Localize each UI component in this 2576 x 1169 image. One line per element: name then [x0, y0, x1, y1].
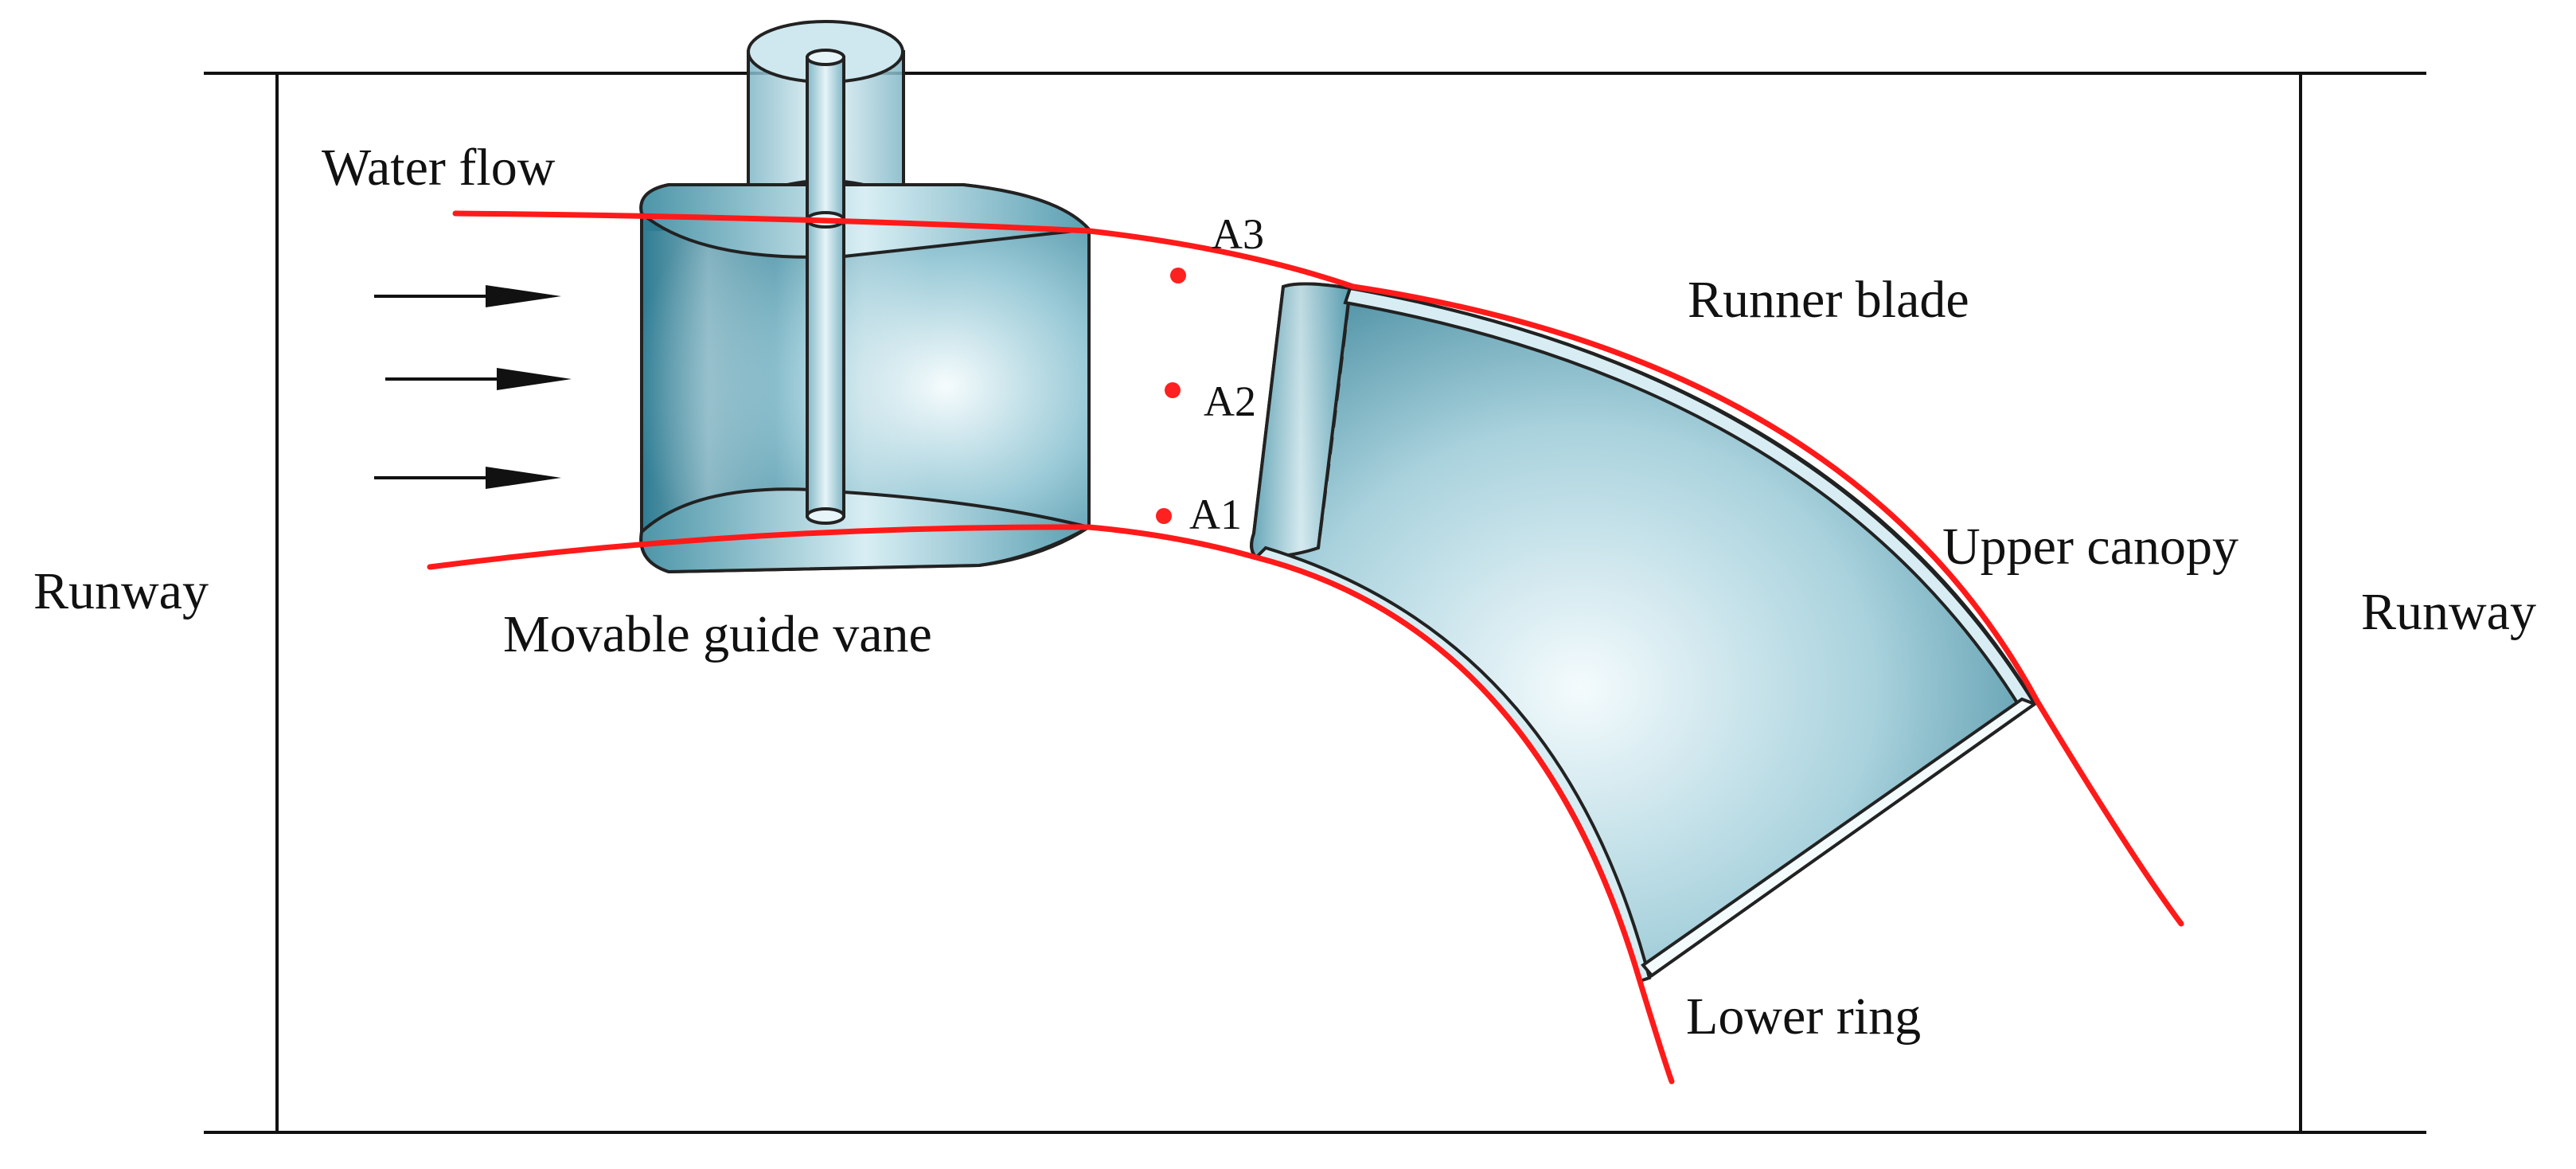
point-a2-label: A2 — [1204, 377, 1256, 425]
point-a1-marker — [1156, 508, 1172, 524]
runner-blade — [1250, 282, 2039, 983]
lower-ring-label: Lower ring — [1686, 987, 1921, 1046]
arrow-right-icon — [385, 368, 572, 390]
runner-blade-leading-edge — [1250, 282, 1352, 560]
point-a3-marker — [1170, 268, 1186, 283]
runway-right-label: Runway — [2361, 583, 2536, 641]
flow-arrows — [374, 285, 572, 489]
upper-streamline — [452, 210, 2184, 927]
streamlines — [427, 210, 2184, 1085]
monitoring-points: A3 A2 A1 — [1156, 210, 1264, 538]
runway-left-label: Runway — [33, 562, 209, 620]
point-a3-label: A3 — [1212, 210, 1264, 258]
frame — [204, 72, 2426, 1134]
lower-streamline — [427, 524, 1675, 1085]
movable-guide-vane-label: Movable guide vane — [503, 605, 932, 663]
upper-canopy-label: Upper canopy — [1942, 518, 2238, 576]
guide-vane-shaft — [806, 49, 845, 525]
runner-blade-label: Runner blade — [1688, 271, 1969, 329]
runner-outlet-edge — [1641, 697, 2039, 978]
labels: Water flow Runway Runway Movable guide v… — [33, 139, 2536, 1046]
movable-guide-vane — [639, 20, 1094, 574]
point-a2-marker — [1165, 382, 1181, 398]
arrow-right-icon — [374, 467, 561, 489]
arrow-right-icon — [374, 285, 561, 307]
point-a1-label: A1 — [1189, 491, 1242, 538]
water-flow-label: Water flow — [322, 139, 556, 197]
